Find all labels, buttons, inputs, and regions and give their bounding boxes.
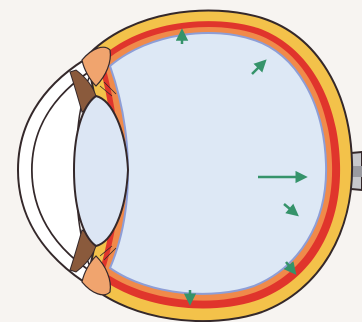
vitreous-body: [110, 33, 326, 294]
